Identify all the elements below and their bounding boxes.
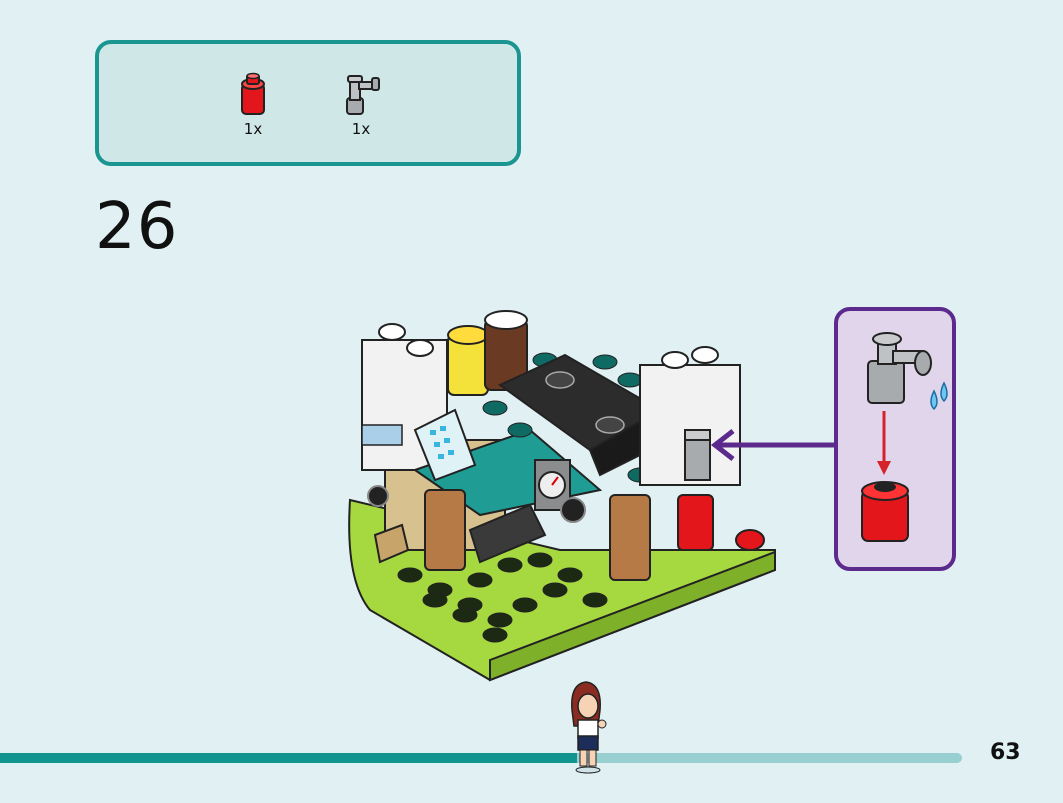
callout-box <box>834 307 956 571</box>
model-illustration <box>348 310 776 682</box>
sub-assembly-illustration <box>861 332 948 542</box>
page-number: 63 <box>990 740 1021 765</box>
parts-list-box: 1x 1x <box>95 40 521 166</box>
water-drop-icon <box>940 381 948 403</box>
part-count: 1x <box>243 120 263 138</box>
step-number: 26 <box>95 190 179 264</box>
grey-faucet-piece-icon <box>346 75 380 115</box>
placement-arrow <box>710 429 835 461</box>
progress-bar-fill <box>0 753 578 763</box>
red-round-brick-icon <box>241 72 265 115</box>
part-count: 1x <box>351 120 371 138</box>
part-item-red-round-brick: 1x <box>223 72 283 138</box>
part-item-grey-faucet: 1x <box>331 72 391 138</box>
minifigure-progress-marker <box>571 681 607 774</box>
water-drop-icon <box>930 389 938 411</box>
progress-bar <box>0 753 962 763</box>
